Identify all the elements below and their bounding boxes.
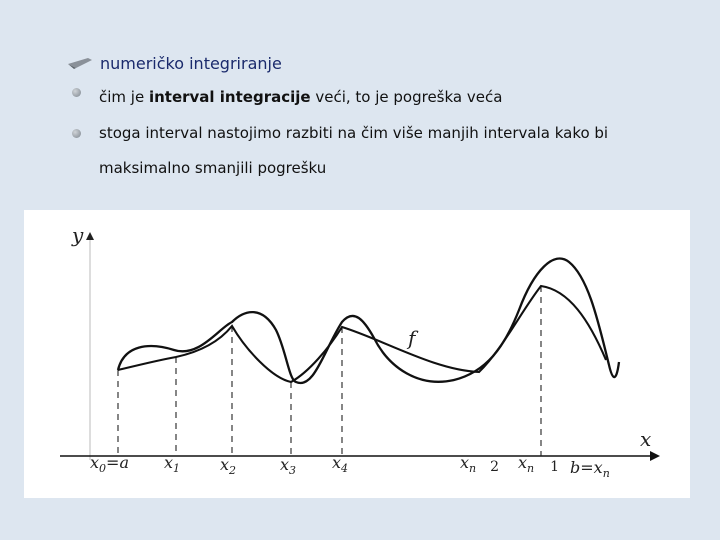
bullet-1-text: čim je interval integracije veći, to je … (99, 88, 503, 106)
bullet-item-1: čim je interval integracije veći, to je … (72, 86, 502, 108)
tick-x1-label: x1 (164, 453, 180, 475)
heading: numeričko integriranje (68, 52, 282, 74)
y-axis-arrow-icon (86, 232, 94, 240)
partition-lines (117, 286, 542, 456)
svg-text:xn2: xn2 (460, 453, 499, 475)
y-axis-label: y (71, 223, 84, 247)
svg-text:x4: x4 (332, 453, 348, 475)
svg-text:x2: x2 (220, 455, 236, 477)
approximation-curve (117, 284, 607, 384)
circle-bullet-icon (72, 88, 81, 97)
bullet-item-2: stoga interval nastojimo razbiti na čim … (72, 116, 672, 186)
integration-diagram: y x f x0=a (60, 223, 660, 480)
function-figure: y x f x0=a (24, 210, 690, 498)
x-axis-arrow-icon (650, 451, 660, 461)
bullet-2-text: stoga interval nastojimo razbiti na čim … (99, 124, 609, 177)
svg-text:x0=a: x0=a (90, 453, 129, 475)
svg-text:x1: x1 (164, 453, 180, 475)
tick-x2-label: x2 (220, 455, 236, 477)
svg-text:b=xn: b=xn (570, 458, 610, 480)
tick-x3-label: x3 (280, 455, 296, 477)
svg-text:x3: x3 (280, 455, 296, 477)
arrow-bullet-icon (68, 58, 92, 69)
tick-x0-label: x0=a (90, 453, 129, 475)
heading-text: numeričko integriranje (100, 53, 282, 73)
bullet-1-emphasis: interval integracije (148, 88, 311, 106)
circle-bullet-icon (72, 129, 81, 138)
svg-text:xn1: xn1 (518, 453, 559, 475)
function-label: f (406, 326, 419, 350)
tick-b-label: b=xn (570, 458, 610, 480)
function-curve (116, 257, 621, 385)
tick-x4-label: x4 (332, 453, 348, 475)
x-axis-label: x (640, 427, 651, 451)
